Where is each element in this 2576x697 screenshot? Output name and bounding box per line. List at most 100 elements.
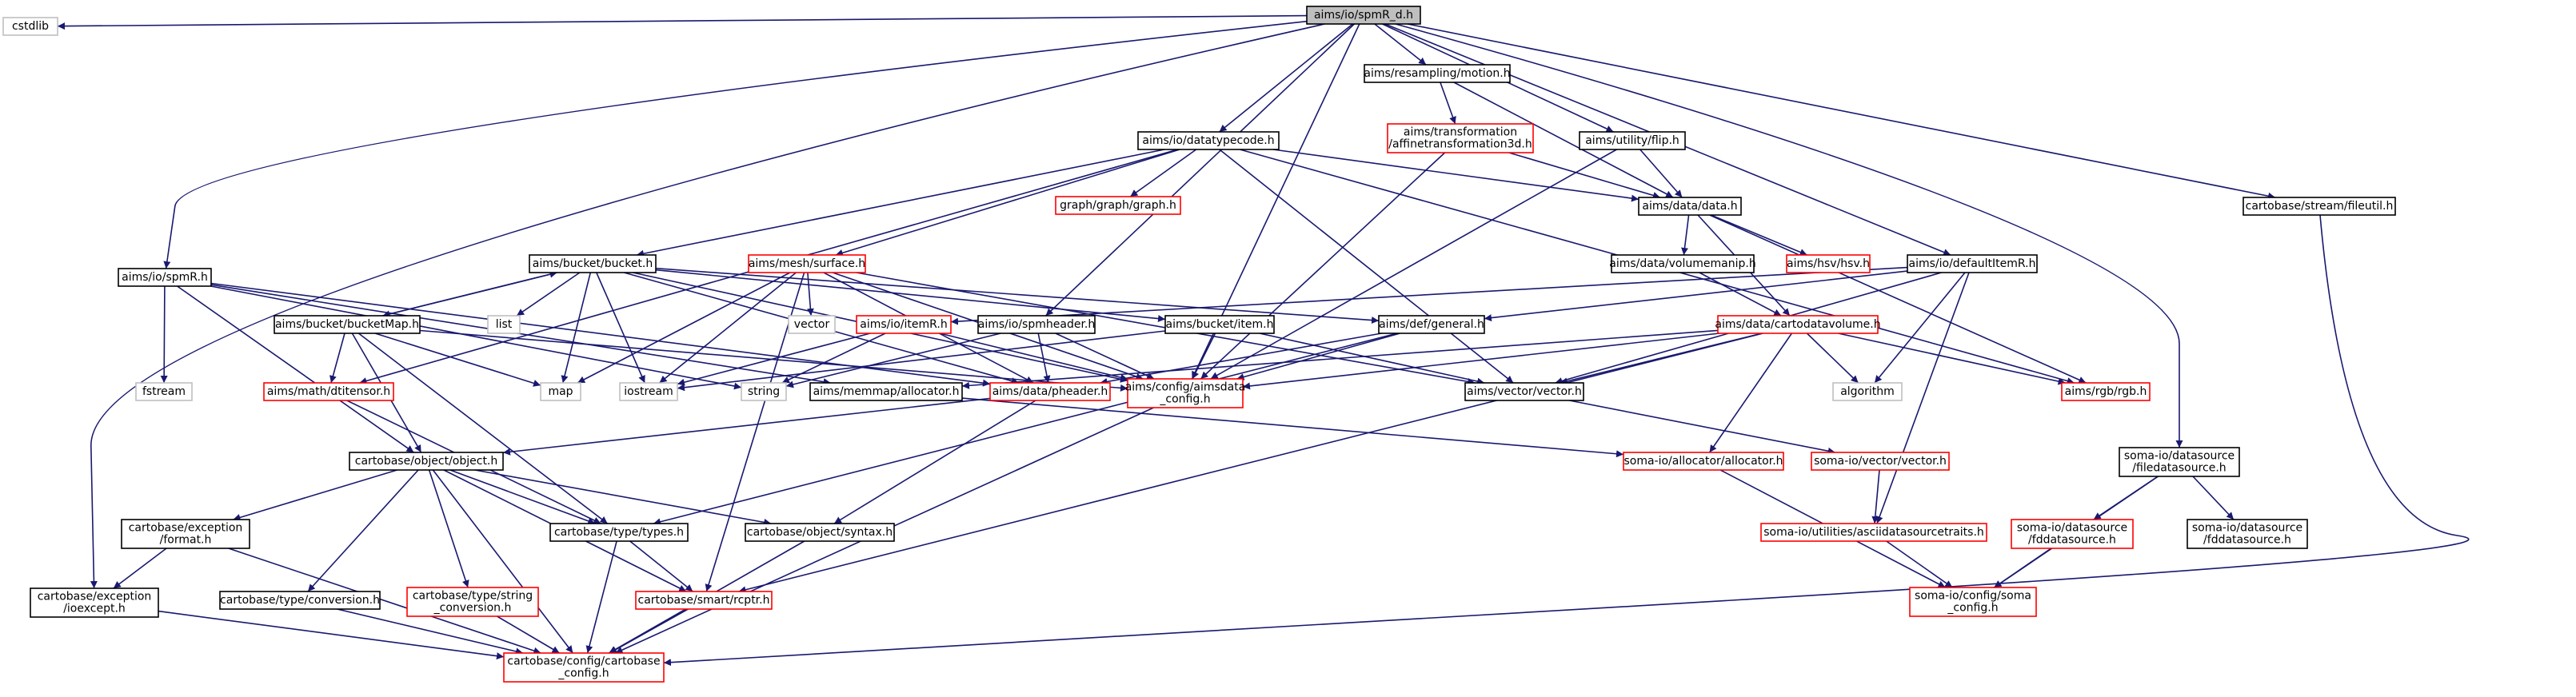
node-box — [1638, 197, 1742, 216]
node-label: vector — [794, 318, 830, 331]
node-label: cartobase/config/cartobase — [507, 655, 660, 668]
node-vecvector[interactable]: aims/vector/vector.h — [1464, 382, 1584, 401]
node-bucketMap[interactable]: aims/bucket/bucketMap.h — [274, 315, 421, 334]
node-label: aims/data/cartodatavolume.h — [1715, 318, 1880, 331]
node-somavector[interactable]: soma-io/vector/vector.h — [1811, 452, 1950, 471]
node-itemR[interactable]: aims/io/itemR.h — [856, 315, 952, 334]
node-label: aims/data/pheader.h — [992, 385, 1108, 398]
node-box — [1760, 523, 1987, 542]
node-label: soma-io/vector/vector.h — [1814, 455, 1947, 468]
node-label: aims/vector/vector.h — [1467, 385, 1582, 398]
edge-object-to-types — [449, 469, 596, 525]
node-syntax[interactable]: cartobase/object/syntax.h — [745, 523, 895, 542]
node-rgb[interactable]: aims/rgb/rgb.h — [2061, 382, 2151, 401]
edge-bucket-to-general — [655, 267, 1380, 325]
node-strconv[interactable]: cartobase/type/string_conversion.h — [406, 587, 539, 617]
node-label: fstream — [142, 385, 186, 398]
node-pheader[interactable]: aims/data/pheader.h — [989, 382, 1111, 401]
node-label: aims/bucket/item.h — [1166, 318, 1274, 331]
edge-vecvector-to-somavector — [1569, 400, 1835, 455]
node-label: aims/io/spmR_d.h — [1314, 9, 1413, 22]
node-box — [2119, 447, 2240, 477]
node-excformat[interactable]: cartobase/exception/format.h — [121, 519, 250, 549]
node-label: /fddatasource.h — [2028, 534, 2116, 547]
node-box — [349, 452, 504, 471]
node-filedatasource[interactable]: soma-io/datasource/filedatasource.h — [2119, 447, 2240, 477]
edge-data-to-rgb — [1709, 214, 2087, 384]
edge-defaultItemR-to-asciids — [1875, 272, 1970, 524]
node-label: cartobase/type/string — [413, 590, 533, 603]
node-box — [745, 523, 895, 542]
node-general[interactable]: aims/def/general.h — [1378, 315, 1485, 334]
node-bitem[interactable]: aims/bucket/item.h — [1164, 315, 1275, 334]
edge-bucket-to-bitem — [655, 269, 1166, 323]
node-spmheader[interactable]: aims/io/spmheader.h — [977, 315, 1096, 334]
node-conversion[interactable]: cartobase/type/conversion.h — [219, 591, 381, 610]
node-spmR[interactable]: aims/io/spmR.h — [118, 268, 212, 287]
node-label: aims/io/datatypecode.h — [1142, 134, 1274, 147]
edge-datatypecode-to-data — [1272, 149, 1639, 202]
node-fdds_black[interactable]: soma-io/datasource/fddatasource.h — [2187, 519, 2308, 549]
node-label: string — [748, 385, 780, 398]
node-box — [503, 652, 665, 683]
node-label: aims/rgb/rgb.h — [2065, 385, 2147, 398]
edge-datatypecode-to-bucket — [636, 149, 1165, 257]
node-graph[interactable]: graph/graph/graph.h — [1055, 196, 1181, 215]
edge-strconv-to-cartobaseconfig — [497, 615, 560, 654]
edge-flip-to-data — [1639, 149, 1683, 198]
node-cartobaseconfig[interactable]: cartobase/config/cartobase_config.h — [503, 652, 665, 683]
node-iostream: iostream — [619, 382, 678, 401]
node-bucket[interactable]: aims/bucket/bucket.h — [529, 254, 657, 273]
node-fileutil[interactable]: cartobase/stream/fileutil.h — [2243, 197, 2396, 216]
node-volumemanip[interactable]: aims/data/volumemanip.h — [1609, 254, 1756, 273]
node-data[interactable]: aims/data/data.h — [1638, 197, 1742, 216]
edge-data-to-volumemanip — [1681, 214, 1690, 256]
node-datatypecode[interactable]: aims/io/datatypecode.h — [1137, 131, 1280, 150]
node-root[interactable]: aims/io/spmR_d.h — [1306, 6, 1421, 25]
node-somaconfig[interactable]: soma-io/config/soma_config.h — [1909, 587, 2037, 617]
edge-surface-to-iostream — [659, 272, 797, 384]
node-allocator[interactable]: aims/memmap/allocator.h — [809, 382, 963, 401]
node-asciids[interactable]: soma-io/utilities/asciidatasourcetraits.… — [1760, 523, 1987, 542]
node-aimsdata[interactable]: aims/config/aimsdata_config.h — [1125, 378, 1246, 408]
edge-types-to-rcptr — [629, 540, 693, 592]
node-box — [977, 315, 1096, 334]
node-ioexcept[interactable]: cartobase/exception/ioexcept.h — [30, 587, 159, 618]
node-label: cartobase/type/conversion.h — [220, 594, 380, 607]
node-dtitensor[interactable]: aims/math/dtitensor.h — [263, 382, 394, 401]
edge-surface-to-vector — [806, 272, 814, 317]
node-flip[interactable]: aims/utility/flip.h — [1579, 131, 1686, 150]
node-motion[interactable]: aims/resampling/motion.h — [1364, 64, 1511, 83]
node-cartodatavolume[interactable]: aims/data/cartodatavolume.h — [1715, 315, 1881, 334]
node-object[interactable]: cartobase/object/object.h — [349, 452, 504, 471]
node-box — [529, 254, 657, 273]
node-types[interactable]: cartobase/type/types.h — [549, 523, 689, 542]
node-rcptr[interactable]: cartobase/smart/rcptr.h — [635, 591, 773, 610]
edge-root-to-cstdlib — [57, 14, 1308, 30]
node-affine[interactable]: aims/transformation/affinetransformation… — [1387, 123, 1534, 153]
edge-itemR-to-aimsdata — [939, 333, 1128, 381]
edge-bitem-to-aimsdata — [1192, 333, 1216, 380]
edge-motion-to-affine — [1440, 82, 1456, 125]
edge-cartodatavolume-to-allocator — [961, 329, 1719, 389]
node-fdds_red[interactable]: soma-io/datasource/fddatasource.h — [2011, 519, 2134, 549]
node-box — [30, 587, 159, 618]
node-label: algorithm — [1840, 385, 1895, 398]
node-box — [1364, 64, 1511, 83]
node-label: aims/mesh/surface.h — [749, 257, 865, 270]
node-label: graph/graph/graph.h — [1060, 199, 1176, 212]
node-label: aims/data/volumemanip.h — [1609, 257, 1755, 270]
node-surface[interactable]: aims/mesh/surface.h — [748, 254, 866, 273]
node-label: aims/bucket/bucketMap.h — [275, 318, 419, 331]
edge-cartodatavolume-to-aimsdata — [1242, 333, 1720, 390]
node-label: soma-io/datasource — [2017, 522, 2127, 535]
node-hsv[interactable]: aims/hsv/hsv.h — [1786, 254, 1871, 273]
node-label: _config.h — [1947, 602, 1998, 615]
edge-cartodatavolume-to-rgb — [1838, 333, 2066, 385]
node-box — [748, 254, 866, 273]
node-defaultItemR[interactable]: aims/io/defaultItemR.h — [1907, 254, 2038, 273]
node-label: cartobase/object/object.h — [355, 455, 498, 468]
node-label: _conversion.h — [433, 602, 512, 615]
node-somaallocator[interactable]: soma-io/allocator/allocator.h — [1623, 452, 1784, 471]
